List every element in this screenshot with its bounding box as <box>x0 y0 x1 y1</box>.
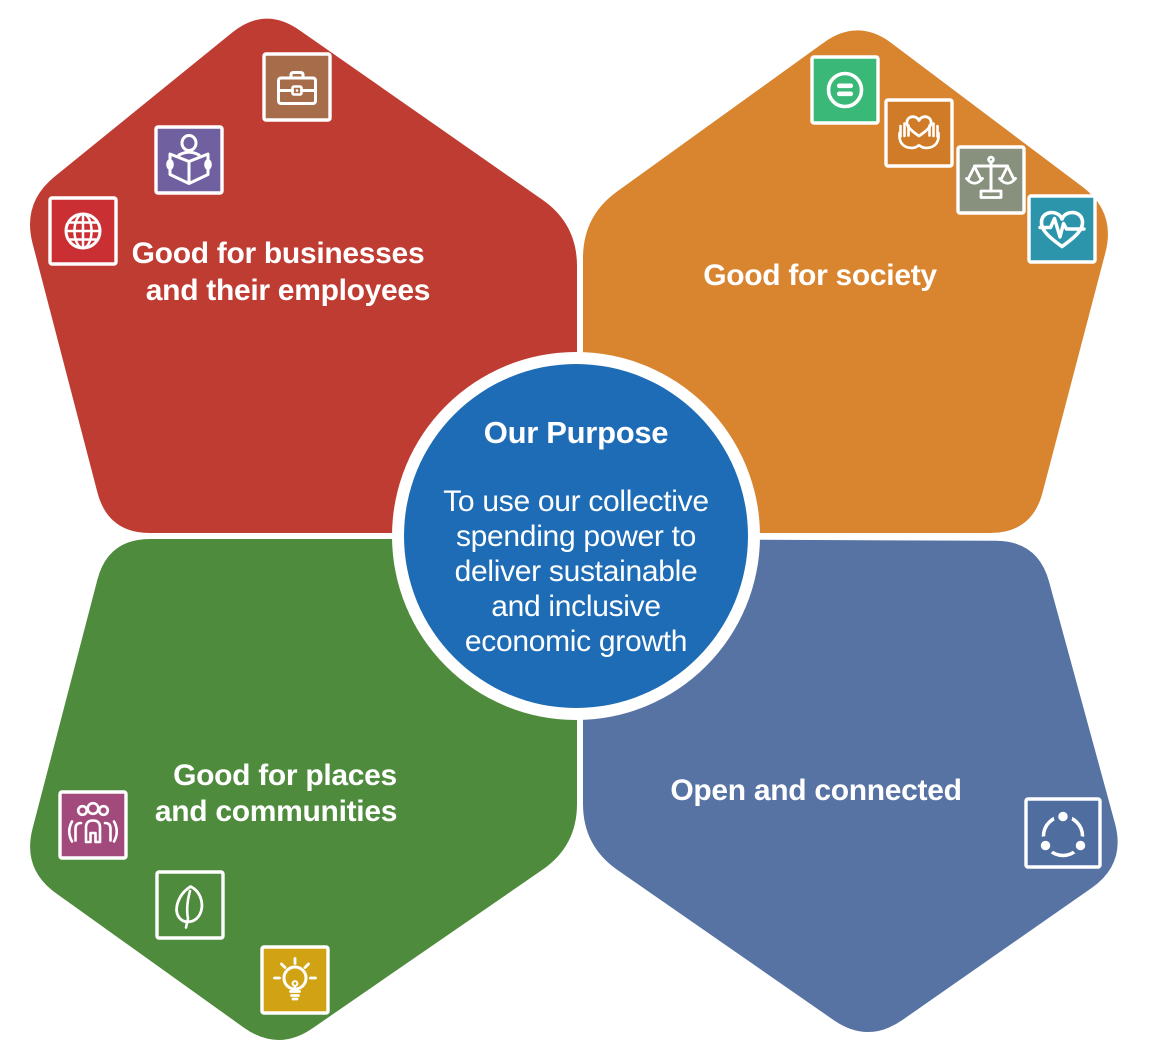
purpose-body-line5: economic growth <box>465 625 687 658</box>
globe-icon-glyph <box>64 212 102 250</box>
people-group-icon <box>58 790 128 860</box>
leaf-icon-tile <box>155 870 225 940</box>
hands-heart-icon <box>884 98 954 168</box>
equality-icon <box>810 55 880 125</box>
scales-icon <box>956 145 1026 215</box>
pentagon-businesses-label-line1: Good for businesses <box>132 237 425 270</box>
share-icon-node-right <box>1071 836 1090 855</box>
purpose-body-line4: and inclusive <box>491 590 661 623</box>
pentagon-open-label: Open and connected <box>670 774 961 807</box>
purpose-circle-fill <box>404 364 748 708</box>
lightbulb-icon <box>260 945 330 1015</box>
pentagon-places-label-line2: and communities <box>155 795 397 828</box>
purpose-circle: Our Purpose To use our collective spendi… <box>392 352 760 720</box>
share-icon-node-left <box>1036 836 1055 855</box>
purpose-body-line1: To use our collective <box>443 485 709 518</box>
lightbulb-icon-tile <box>260 945 330 1015</box>
heart-pulse-icon <box>1027 194 1097 264</box>
purpose-title: Our Purpose <box>484 415 669 450</box>
share-icon <box>1024 797 1102 869</box>
globe-icon <box>48 196 118 266</box>
purpose-body-line2: spending power to <box>456 520 696 553</box>
briefcase-icon <box>262 52 332 122</box>
pentagon-society-label: Good for society <box>703 259 937 292</box>
person-reading-icon <box>154 125 224 195</box>
pentagon-open <box>583 539 1118 1032</box>
pentagon-places-label-line1: Good for places <box>173 759 397 792</box>
equality-icon-tile <box>810 55 880 125</box>
leaf-icon <box>155 870 225 940</box>
hands-heart-icon-tile <box>884 98 954 168</box>
purpose-body-line3: deliver sustainable <box>455 555 698 588</box>
pentagon-businesses-label-line2: and their employees <box>146 274 430 307</box>
people-group-icon-tile <box>58 790 128 860</box>
share-icon-node-top <box>1053 807 1073 826</box>
